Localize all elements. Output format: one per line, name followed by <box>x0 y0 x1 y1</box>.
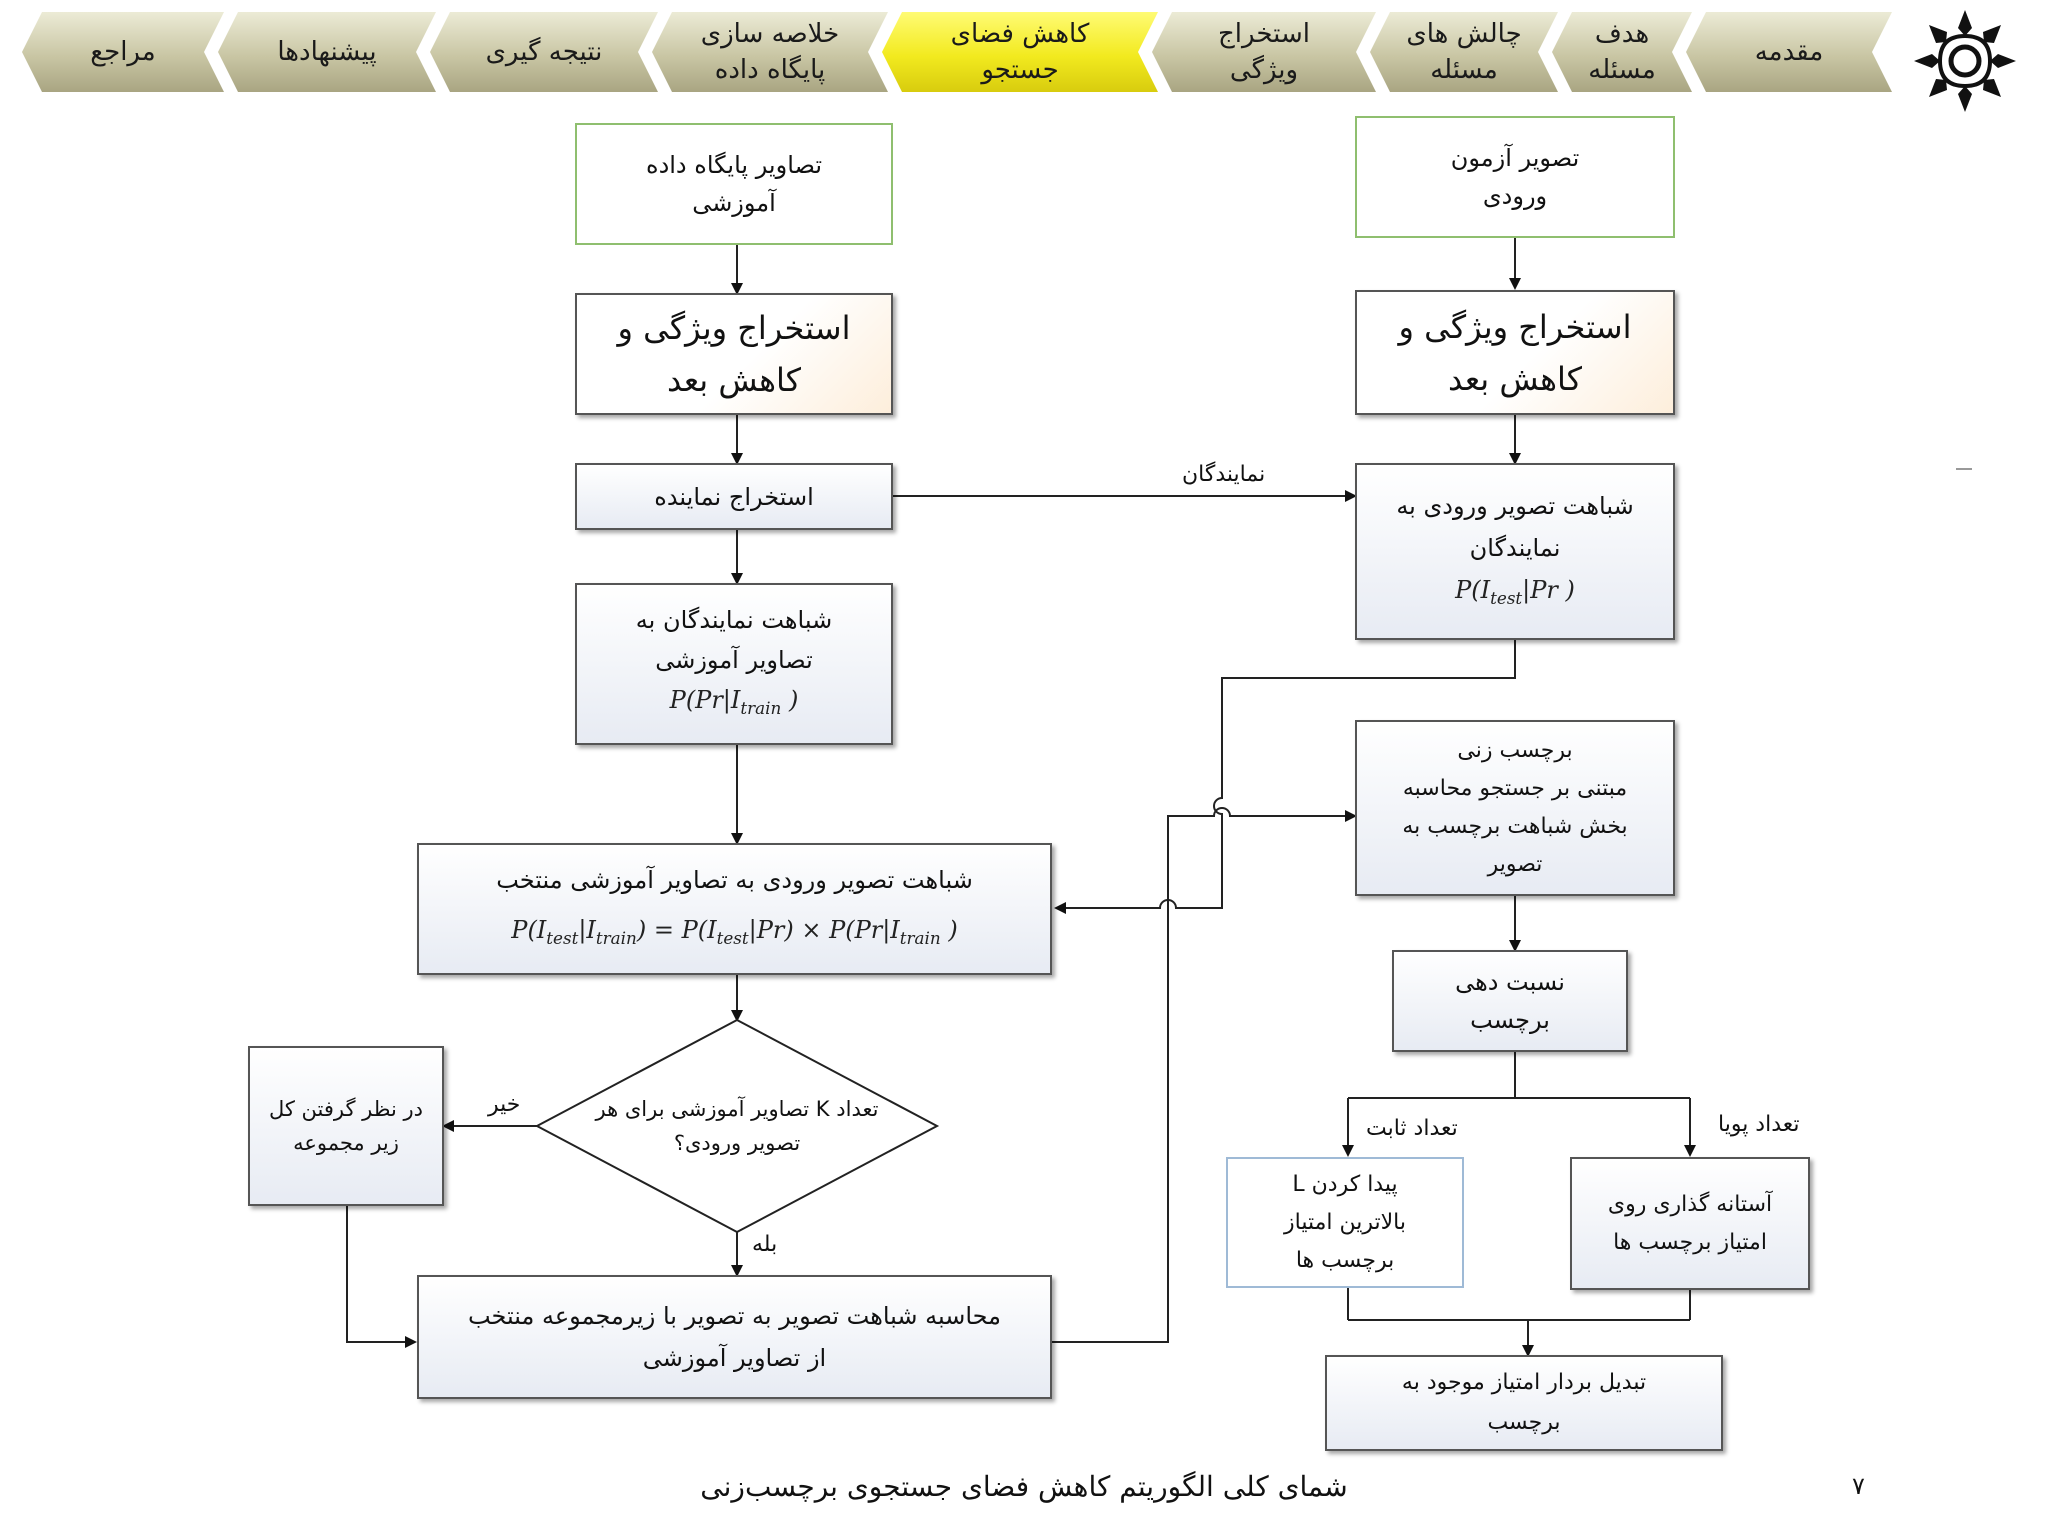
nav-item-features[interactable]: استخراج ویژگی <box>1152 12 1376 92</box>
search-label-line4: تصویر <box>1487 852 1543 877</box>
rep-extract-text: استخراج نماینده <box>654 482 814 511</box>
rep-train-sim-line2: تصاویر آموزشی <box>655 646 813 675</box>
nav-item-intro[interactable]: مقدمه <box>1686 12 1892 92</box>
page-number: ۷ <box>1852 1472 1865 1500</box>
nav-item-goal[interactable]: هدف مسئله <box>1552 12 1692 92</box>
edge-testsim-to-selected <box>1054 640 1516 914</box>
fixed-count-label: تعداد ثابت <box>1366 1116 1458 1141</box>
decorative-dash <box>1956 468 1972 470</box>
convert-line1: تبدیل بردار امتیاز موجود به <box>1401 1370 1647 1395</box>
test-rep-sim-line2: نمایندگان <box>1469 533 1561 562</box>
test-input-line2: ورودی <box>1482 182 1548 210</box>
rep-extract-box: استخراج نماینده <box>575 463 893 530</box>
threshold-line1: آستانه گذاری روی <box>1607 1191 1773 1217</box>
decision-text: تعداد K تصاویر آموزشی برای هر تصویر ورود… <box>557 1092 917 1160</box>
search-label-line2: مبتنی بر جستجو محاسبه <box>1402 776 1628 801</box>
feat-right-box: استخراج ویژگی و کاهش بعد <box>1355 290 1675 415</box>
rep-train-sim-formula: P(Pr|Itrain ) <box>669 686 799 718</box>
edge-pairwise-to-search <box>1052 807 1357 1343</box>
top-l-box: پیدا کردن L بالاترین امتیاز برچسب ها <box>1226 1157 1464 1288</box>
nav-item-suggestions[interactable]: پیشنهادها <box>218 12 436 92</box>
test-rep-sim-line1: شباهت تصویر ورودی به <box>1396 491 1634 520</box>
figure-caption: شمای کلی الگوریتم کاهش فضای جستجوی برچسب… <box>700 1470 1348 1503</box>
yes-label: بله <box>752 1232 778 1257</box>
selected-sim-box: شباهت تصویر ورودی به تصاویر آموزشی منتخب… <box>417 843 1052 975</box>
top-l-line2: بالاترین امتیاز <box>1284 1209 1406 1235</box>
dynamic-count-label: تعداد پویا <box>1718 1112 1800 1137</box>
train-db-line1: تصاویر پایگاه داده <box>646 151 823 179</box>
search-label-line3: بخش شباهت برچسب به <box>1402 814 1628 839</box>
section-navbar: مقدمه هدف مسئله چالش های مسئله استخراج و… <box>22 12 1892 92</box>
whole-set-line1: در نظر گرفتن کل <box>268 1097 424 1121</box>
test-input-box: تصویر آزمون ورودی <box>1355 116 1675 238</box>
assign-label-box: نسبت دهی برچسب <box>1392 950 1628 1052</box>
feat-left-box: استخراج ویژگی و کاهش بعد <box>575 293 893 415</box>
pairwise-line2: از تصاویر آموزشی <box>642 1344 827 1372</box>
rep-train-sim-line1: شباهت نمایندگان به <box>635 606 833 635</box>
pairwise-line1: محاسبه شباهت تصویر به تصویر با زیرمجموعه… <box>467 1302 1002 1330</box>
whole-set-line2: زیر مجموعه <box>293 1131 399 1155</box>
top-l-line1: پیدا کردن L <box>1292 1171 1398 1197</box>
test-input-line1: تصویر آزمون <box>1450 144 1580 172</box>
convert-box: تبدیل بردار امتیاز موجود به برچسب <box>1325 1355 1723 1451</box>
pairwise-box: محاسبه شباهت تصویر به تصویر با زیرمجموعه… <box>417 1275 1052 1399</box>
threshold-line2: امتیاز برچسب ها <box>1613 1229 1767 1255</box>
feat-right-line1: استخراج ویژگی و <box>1398 307 1632 346</box>
nav-item-references[interactable]: مراجع <box>22 12 224 92</box>
selected-sim-formula: P(Itest|Itrain) = P(Itest|Pr) × P(Pr|Itr… <box>511 916 958 948</box>
train-db-box: تصاویر پایگاه داده آموزشی <box>575 123 893 245</box>
decision-line1: تعداد K تصاویر آموزشی برای هر <box>595 1097 879 1121</box>
test-rep-sim-formula: P(Itest|Pr ) <box>1455 575 1575 608</box>
assign-label-line2: برچسب <box>1470 1006 1550 1034</box>
whole-set-box: در نظر گرفتن کل زیر مجموعه <box>248 1046 444 1206</box>
feat-left-line1: استخراج ویژگی و <box>617 309 851 347</box>
search-label-line1: برچسب زنی <box>1457 738 1573 763</box>
search-label-box: برچسب زنی مبتنی بر جستجو محاسبه بخش شباه… <box>1355 720 1675 896</box>
nav-item-challenges[interactable]: چالش های مسئله <box>1370 12 1558 92</box>
nav-item-conclusion[interactable]: نتیجه گیری <box>430 12 658 92</box>
institution-logo-icon <box>1914 10 2016 112</box>
no-label: خیر <box>488 1092 521 1117</box>
rep-train-sim-box: شباهت نمایندگان به تصاویر آموزشی P(Pr|It… <box>575 583 893 745</box>
train-db-line2: آموزشی <box>692 189 776 217</box>
nav-item-search-reduction[interactable]: کاهش فضای جستجو <box>882 12 1158 92</box>
decision-line2: تصویر ورودی؟ <box>673 1131 801 1155</box>
feat-left-line2: کاهش بعد <box>667 361 801 399</box>
feat-right-line2: کاهش بعد <box>1448 359 1582 398</box>
decision-diamond <box>534 1018 940 1234</box>
threshold-box: آستانه گذاری روی امتیاز برچسب ها <box>1570 1157 1810 1290</box>
top-l-line3: برچسب ها <box>1295 1247 1395 1273</box>
assign-label-line1: نسبت دهی <box>1455 968 1565 996</box>
selected-sim-line: شباهت تصویر ورودی به تصاویر آموزشی منتخب <box>496 866 973 895</box>
edge-whole-to-pairwise <box>346 1206 417 1348</box>
edge-reps-label: نمایندگان <box>1182 462 1266 487</box>
test-rep-sim-box: شباهت تصویر ورودی به نمایندگان P(Itest|P… <box>1355 463 1675 640</box>
convert-line2: برچسب <box>1487 1410 1561 1435</box>
nav-item-db-summarization[interactable]: خلاصه سازی پایگاه داده <box>652 12 888 92</box>
